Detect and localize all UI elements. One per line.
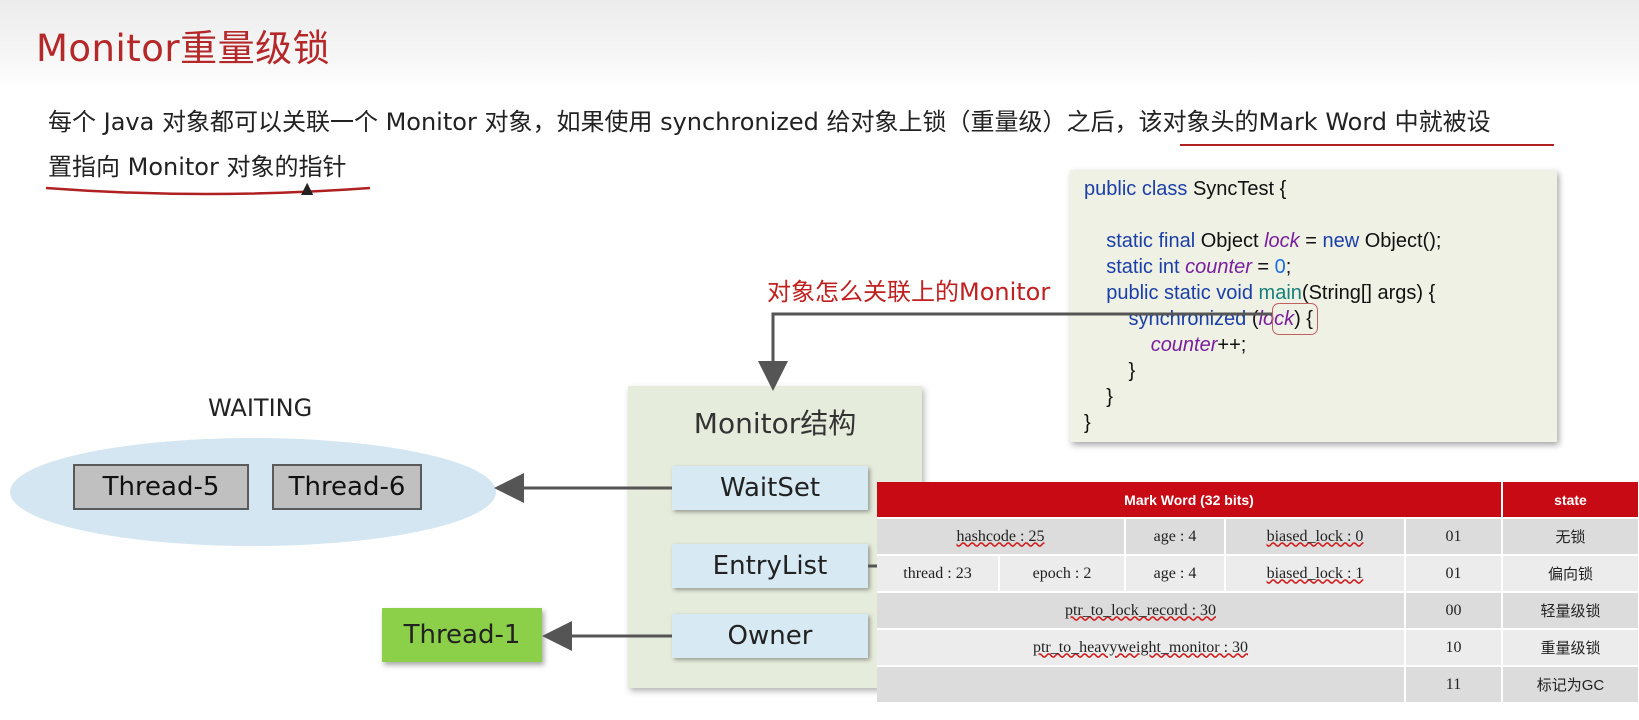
cell-state: 无锁 xyxy=(1502,517,1639,555)
code-line-1: public class SyncTest { xyxy=(1084,178,1287,200)
entrylist-slot: EntryList xyxy=(672,544,868,588)
thread-5-box: Thread-5 xyxy=(73,464,249,510)
code-line-10: } xyxy=(1084,412,1091,434)
question-label: 对象怎么关联上的Monitor xyxy=(767,278,1051,306)
cell-empty xyxy=(877,665,1406,702)
mouse-cursor-icon: ▲ xyxy=(301,178,314,197)
table-row: hashcode : 25 age : 4 biased_lock : 0 01… xyxy=(877,517,1639,555)
cell-epoch: epoch : 2 xyxy=(999,554,1126,592)
cell-state: 标记为GC xyxy=(1502,665,1639,702)
monitor-title: Monitor结构 xyxy=(693,407,857,440)
cell-bits: 01 xyxy=(1405,554,1503,592)
mark-word-table: Mark Word (32 bits) state hashcode : 25 … xyxy=(877,482,1639,702)
cell-biased-lock: biased_lock : 0 xyxy=(1225,517,1406,555)
code-line-5: public static void main(String[] args) { xyxy=(1106,282,1436,304)
table-row: ptr_to_heavyweight_monitor : 30 10 重量级锁 xyxy=(877,628,1639,666)
code-line-4: static int counter = 0; xyxy=(1106,256,1292,278)
state-header: state xyxy=(1502,482,1639,518)
cell-hashcode: hashcode : 25 xyxy=(877,517,1126,555)
cell-thread: thread : 23 xyxy=(877,554,1000,592)
waiting-label: WAITING xyxy=(208,394,313,422)
lock-highlight-circle xyxy=(1272,303,1318,335)
slide-title: Monitor重量级锁 xyxy=(36,27,331,70)
code-line-9: } xyxy=(1084,386,1113,408)
code-line-3: static final Object lock = new Object(); xyxy=(1106,230,1442,252)
highlight-underline-2 xyxy=(45,186,371,196)
intro-highlight-2: 置指向 Monitor 对象的指针 xyxy=(48,153,347,181)
intro-highlight-1: 该对象头的Mark Word 中就被设 xyxy=(1138,108,1491,136)
table-row: 11 标记为GC xyxy=(877,665,1639,702)
intro-text: 每个 Java 对象都可以关联一个 Monitor 对象，如果使用 synchr… xyxy=(48,108,1139,136)
waitset-slot: WaitSet xyxy=(672,466,868,510)
cell-state: 重量级锁 xyxy=(1502,628,1639,666)
cell-state: 偏向锁 xyxy=(1502,554,1639,592)
cell-ptr-heavyweight-monitor: ptr_to_heavyweight_monitor : 30 xyxy=(877,628,1406,666)
cell-bits: 00 xyxy=(1405,591,1503,629)
table-row: ptr_to_lock_record : 30 00 轻量级锁 xyxy=(877,591,1639,629)
thread-6-box: Thread-6 xyxy=(272,464,422,510)
cell-bits: 11 xyxy=(1405,665,1503,702)
cell-age: age : 4 xyxy=(1125,554,1226,592)
cell-bits: 01 xyxy=(1405,517,1503,555)
table-row: thread : 23 epoch : 2 age : 4 biased_loc… xyxy=(877,554,1639,592)
code-line-8: } xyxy=(1084,360,1136,382)
cell-ptr-lock-record: ptr_to_lock_record : 30 xyxy=(877,591,1406,629)
owner-slot: Owner xyxy=(672,614,868,658)
highlight-underline-1 xyxy=(1180,144,1554,146)
intro-paragraph: 每个 Java 对象都可以关联一个 Monitor 对象，如果使用 synchr… xyxy=(48,100,1568,190)
mark-word-header: Mark Word (32 bits) xyxy=(877,482,1503,518)
lock-to-monitor-arrow xyxy=(758,312,1272,391)
cell-bits: 10 xyxy=(1405,628,1503,666)
cell-state: 轻量级锁 xyxy=(1502,591,1639,629)
cell-biased-lock: biased_lock : 1 xyxy=(1225,554,1406,592)
cell-age: age : 4 xyxy=(1125,517,1226,555)
code-line-7: counter++; xyxy=(1150,334,1247,356)
thread-1-box: Thread-1 xyxy=(382,608,542,662)
